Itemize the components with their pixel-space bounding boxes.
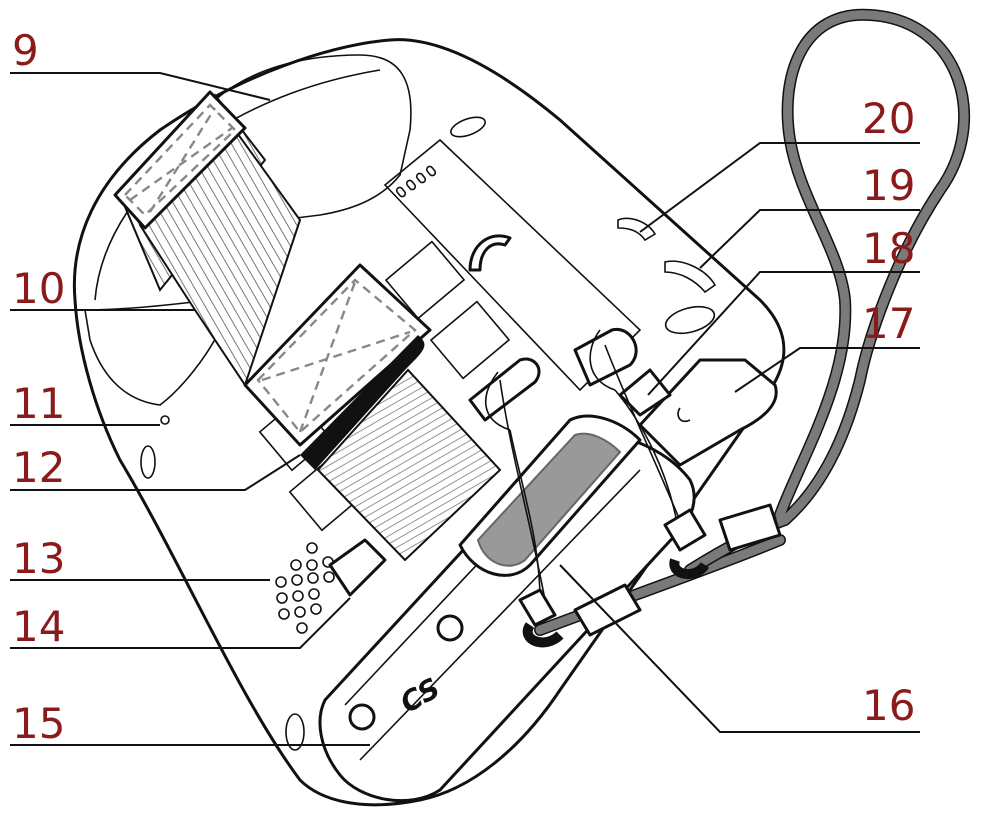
vent-dots bbox=[395, 165, 437, 198]
callout-13: 13 bbox=[12, 534, 65, 583]
bottom-screw bbox=[285, 713, 305, 751]
leader-14 bbox=[10, 597, 351, 649]
right-screw bbox=[664, 305, 716, 335]
callout-15: 15 bbox=[12, 699, 65, 748]
side-slot bbox=[664, 260, 717, 294]
lanyard bbox=[518, 8, 970, 648]
stylus-clip-left bbox=[468, 357, 541, 431]
callout-labels: 9 10 11 12 13 14 15 16 17 18 19 20 bbox=[12, 26, 915, 748]
leader-12 bbox=[10, 454, 301, 491]
speaker-grill bbox=[275, 542, 335, 634]
top-slot bbox=[617, 217, 657, 242]
callout-12: 12 bbox=[12, 443, 65, 492]
callout-16: 16 bbox=[862, 681, 915, 730]
stylus-clip-right bbox=[573, 327, 638, 391]
latch-hook bbox=[468, 234, 512, 272]
top-screw-hole bbox=[450, 116, 486, 138]
callout-10: 10 bbox=[12, 264, 65, 313]
callout-18: 18 bbox=[862, 224, 915, 273]
leader-19 bbox=[699, 209, 920, 269]
callout-19: 19 bbox=[862, 161, 915, 210]
leader-lines bbox=[10, 72, 920, 746]
leader-18 bbox=[647, 271, 920, 396]
leader-17 bbox=[734, 347, 920, 393]
callout-9: 9 bbox=[12, 26, 39, 75]
callout-20: 20 bbox=[862, 94, 915, 143]
mic-hole bbox=[160, 415, 170, 425]
leader-20 bbox=[639, 142, 920, 233]
leader-9 bbox=[10, 72, 271, 101]
label-window bbox=[458, 414, 642, 577]
callout-17: 17 bbox=[862, 299, 915, 348]
power-icon bbox=[677, 407, 691, 423]
side-button bbox=[140, 445, 156, 479]
leader-16 bbox=[559, 564, 920, 733]
callout-11: 11 bbox=[12, 379, 65, 428]
hand-strap bbox=[113, 90, 502, 562]
strap-buckle bbox=[328, 538, 387, 597]
callout-14: 14 bbox=[12, 602, 65, 651]
